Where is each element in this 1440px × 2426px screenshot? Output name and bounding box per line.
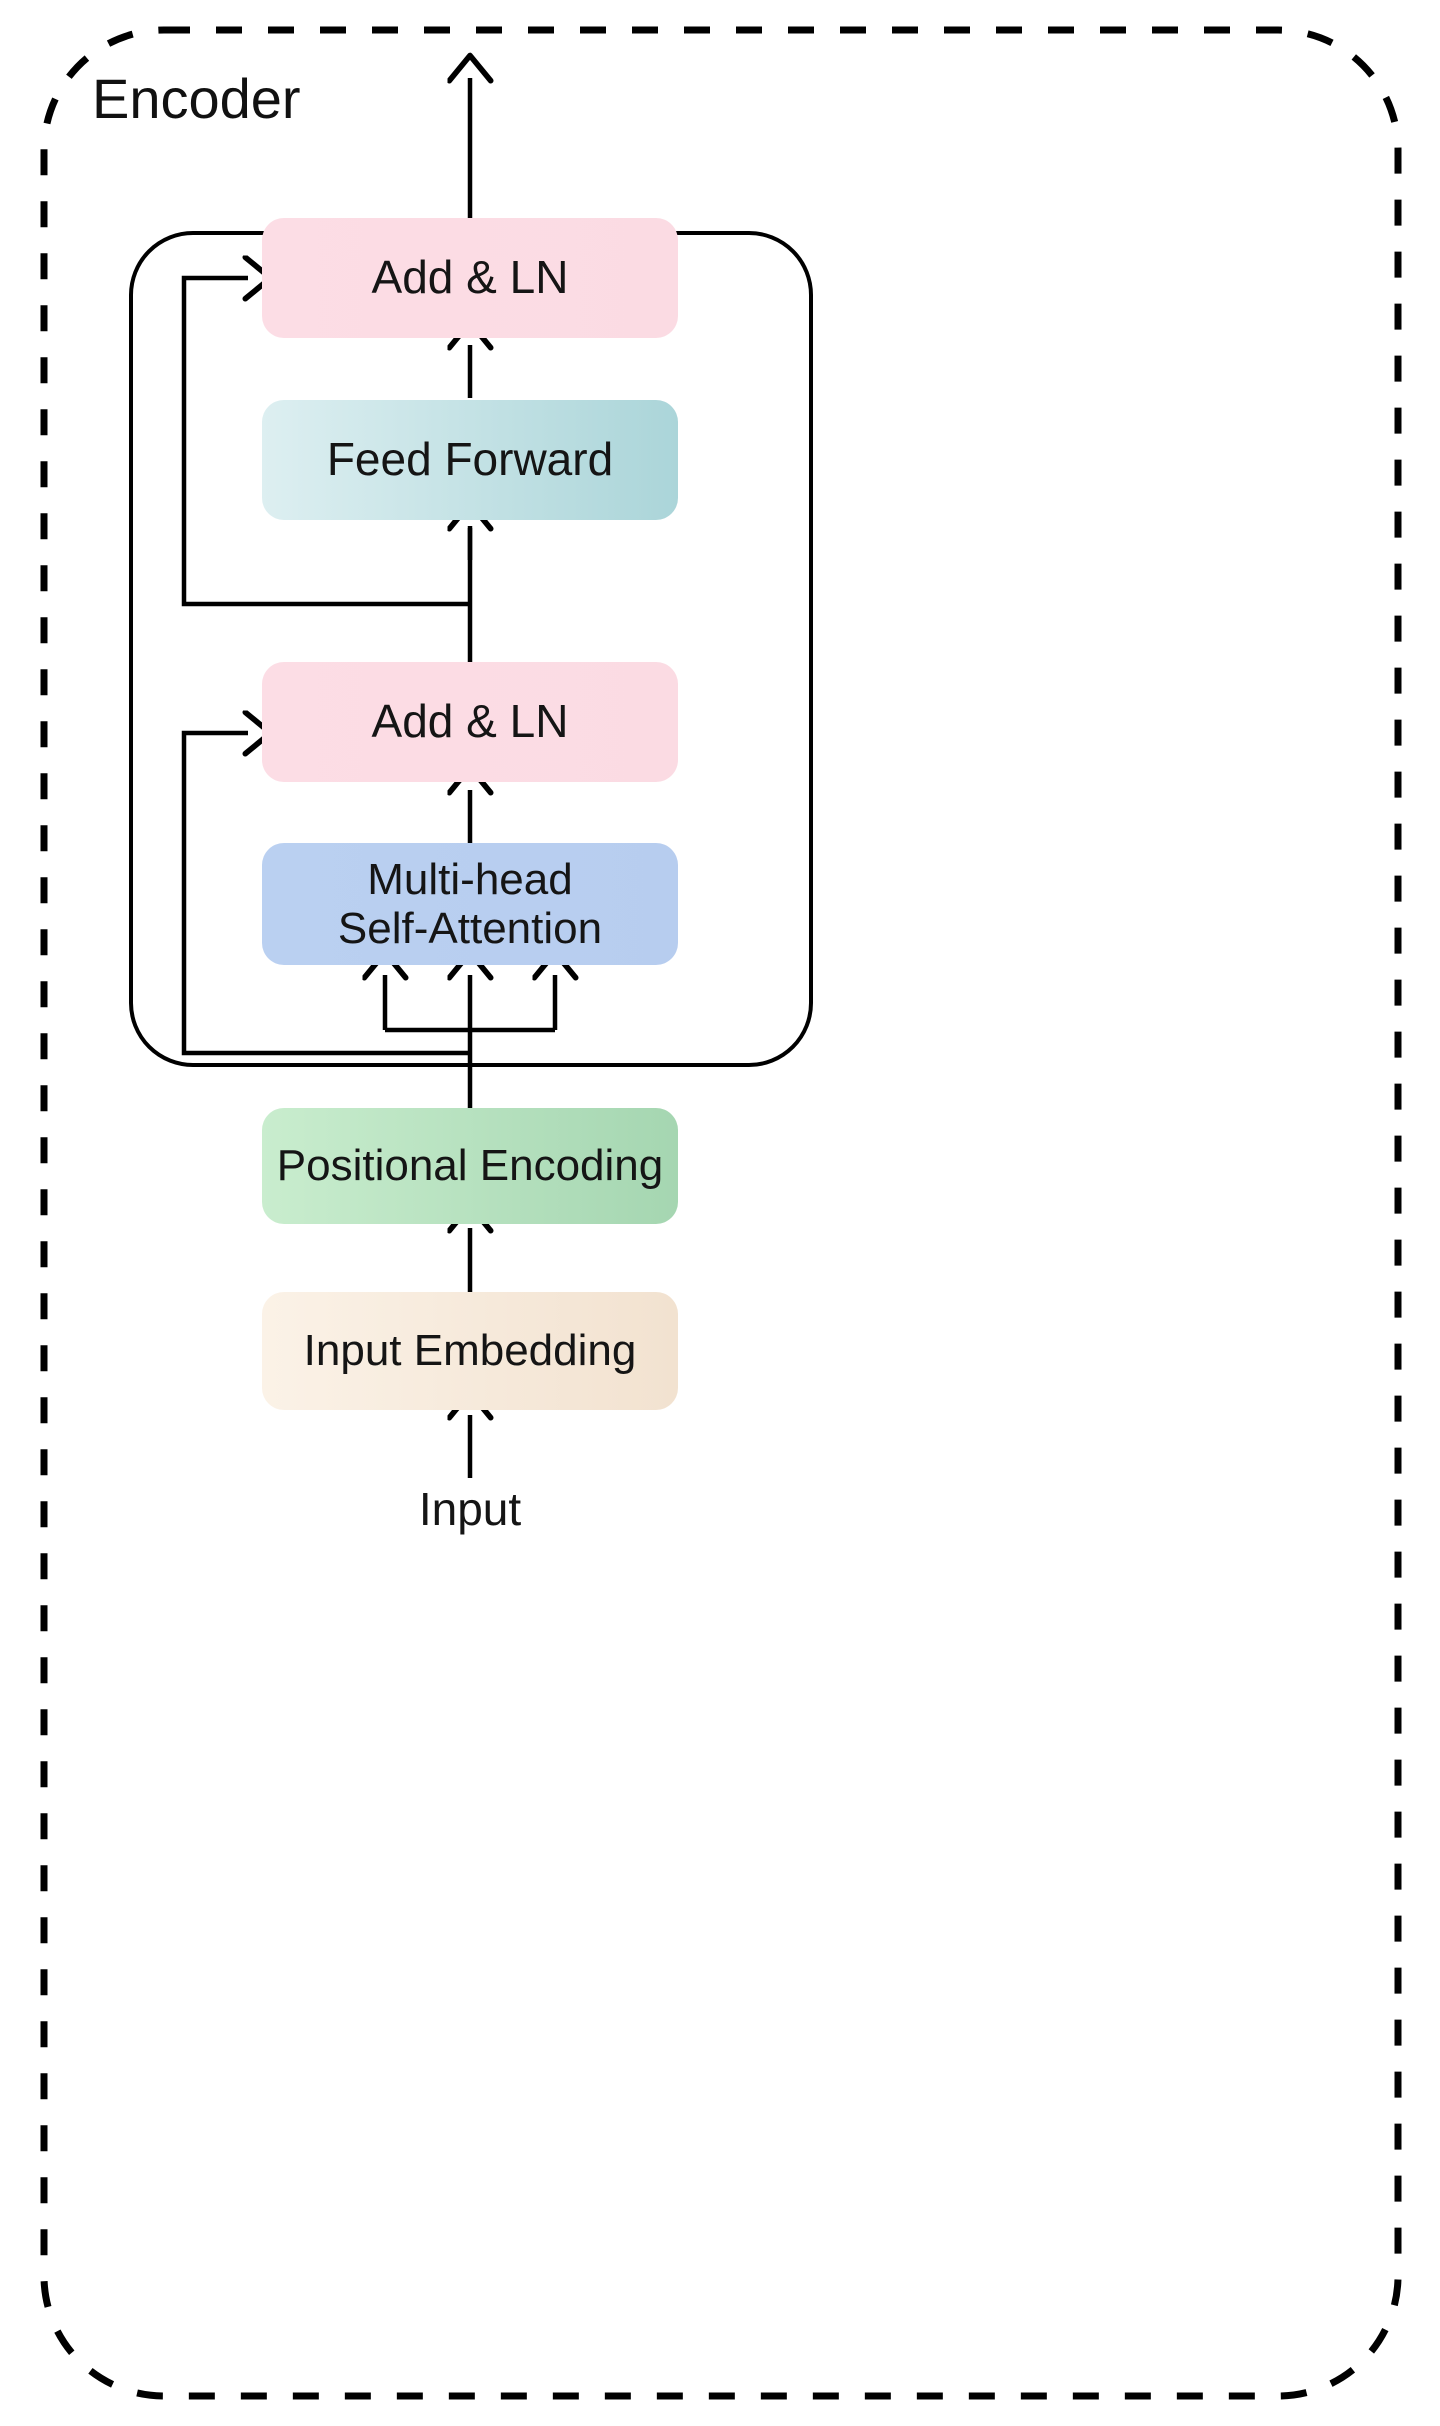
encoder-group-boundary bbox=[40, 26, 1402, 2400]
residual-skip-upper bbox=[181, 278, 470, 607]
block-feed-forward[interactable] bbox=[262, 400, 678, 520]
block-positional-encoding[interactable] bbox=[262, 1108, 678, 1224]
block-add-ln-top[interactable] bbox=[262, 218, 678, 338]
encoder-group-label: Encoder bbox=[92, 67, 301, 130]
block-input-embedding[interactable] bbox=[262, 1292, 678, 1410]
residual-skip-lower bbox=[181, 733, 470, 1056]
block-multi-head-self-attention[interactable] bbox=[262, 843, 678, 965]
block-add-ln-bottom[interactable] bbox=[262, 662, 678, 782]
